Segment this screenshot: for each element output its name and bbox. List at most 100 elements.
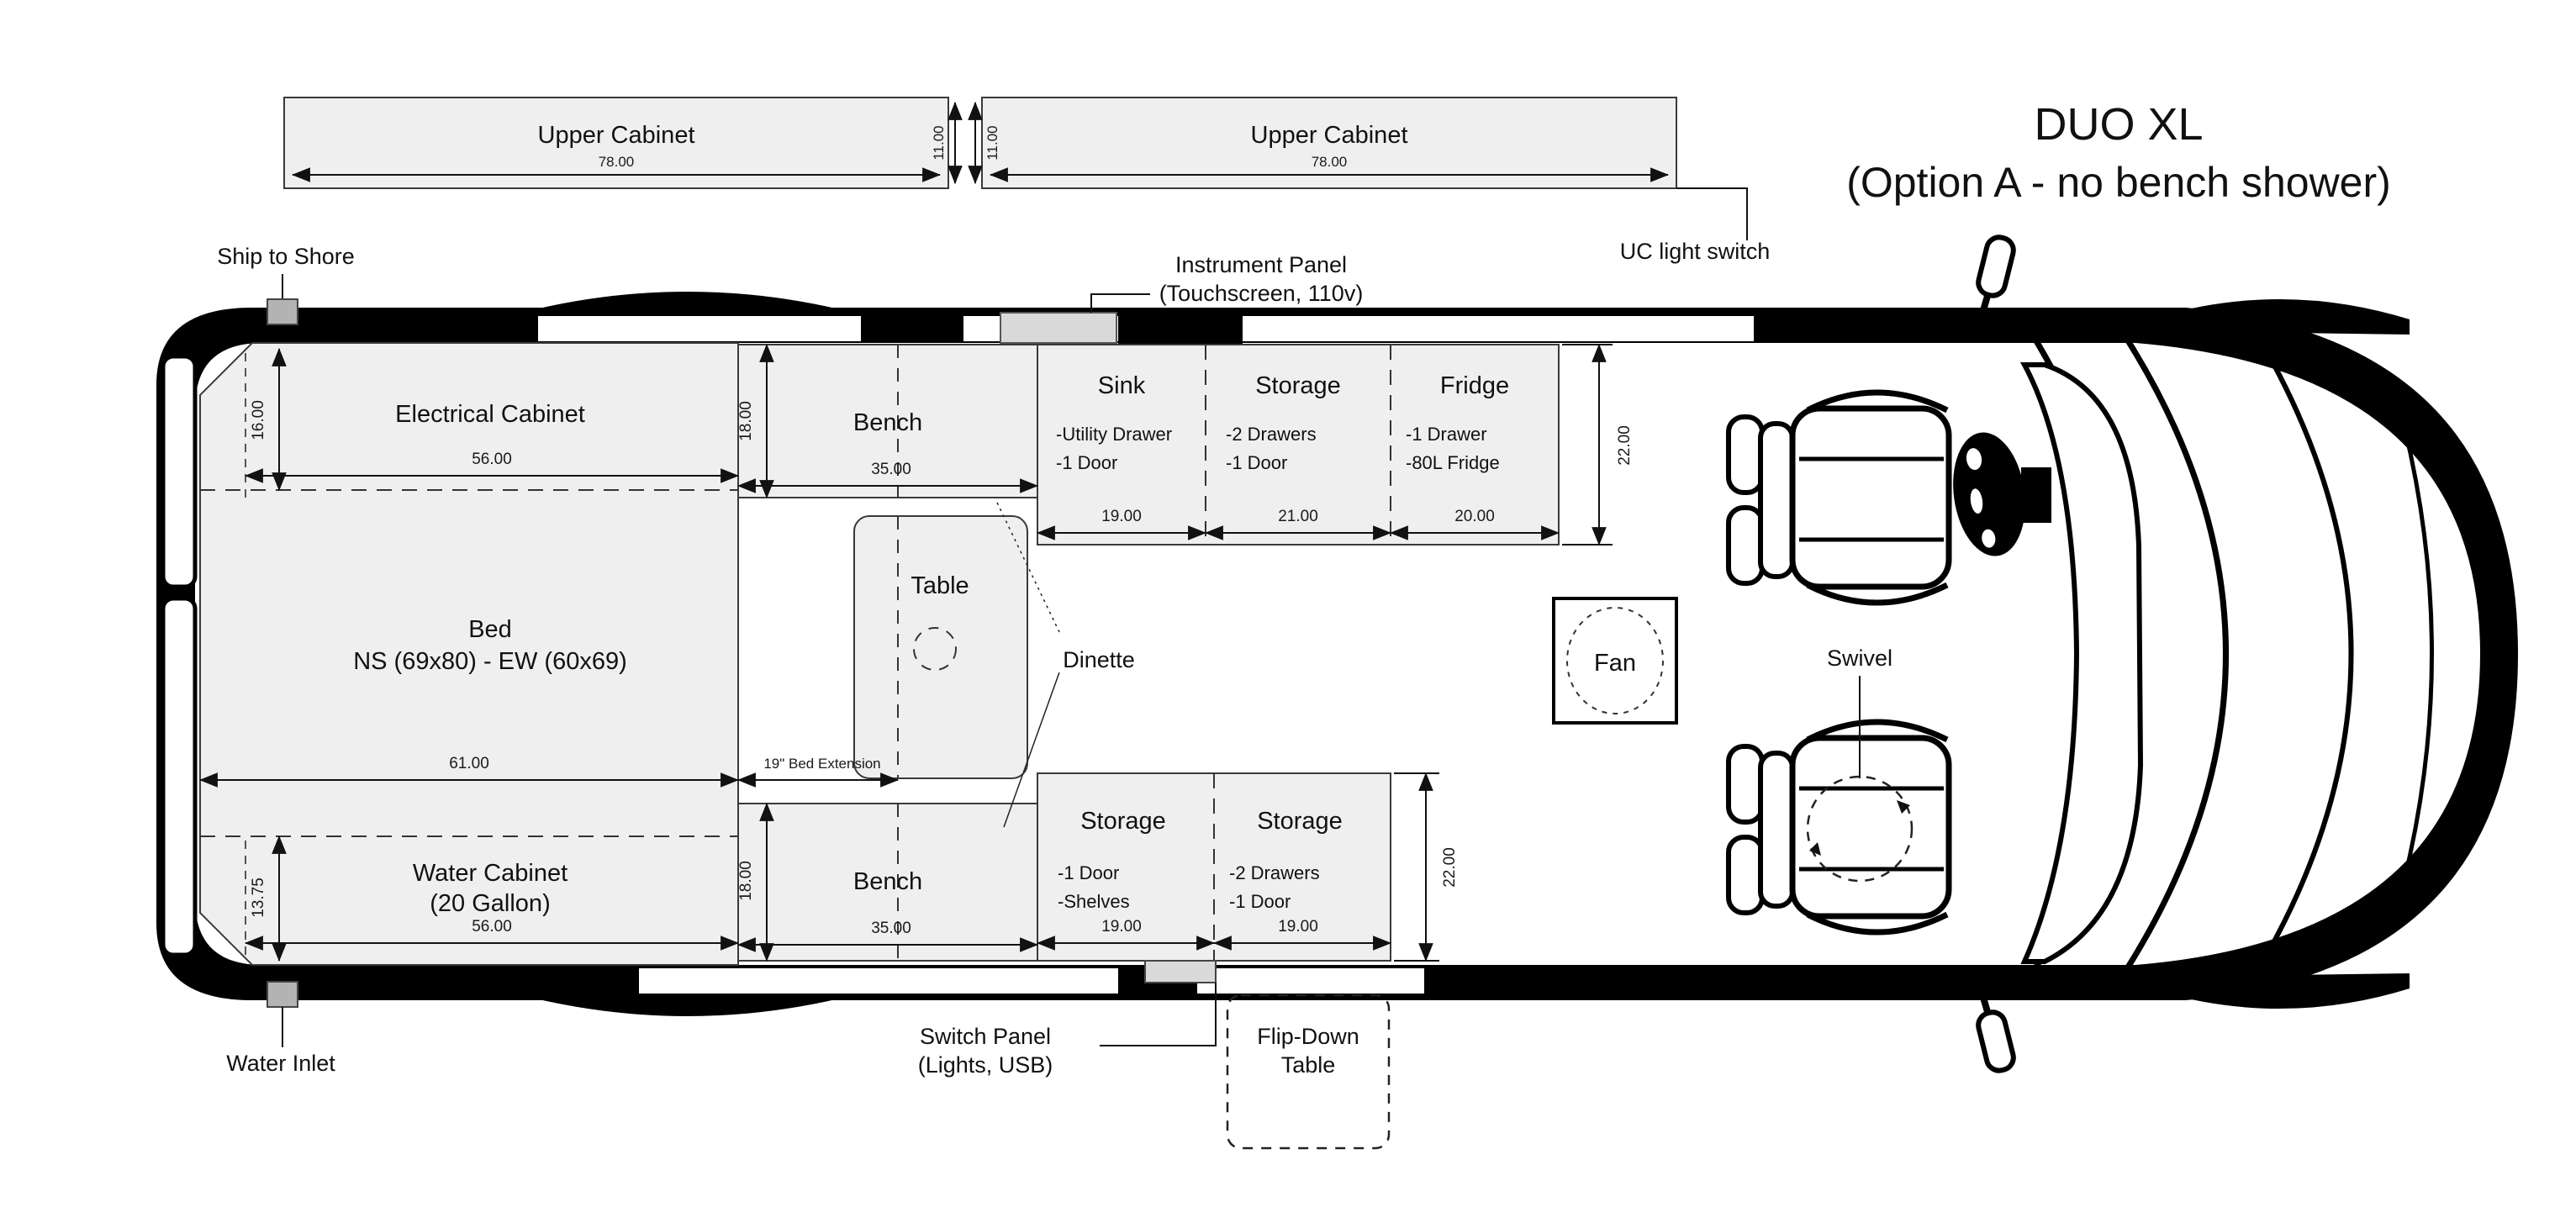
dinette-leader-bottom: [1003, 672, 1060, 828]
kitchen-depth-dim: 22.00: [1616, 425, 1634, 466]
storage-top-width-dim: 21.00: [1278, 508, 1318, 525]
dashboard: [2019, 362, 2144, 964]
instrument-panel-leader: [1090, 293, 1150, 313]
bench-top-depth-dim: 18.00: [737, 401, 755, 441]
switch-panel-label-2: (Lights, USB): [918, 1052, 1053, 1078]
ship-to-shore-connector: [267, 298, 298, 325]
steering-wheel: [1953, 432, 2051, 556]
rear-door-bottom: [161, 596, 198, 957]
dinette-label: Dinette: [1063, 647, 1135, 672]
fan-housing: [1552, 597, 1678, 725]
sink-label: Sink: [1098, 372, 1146, 399]
page-title: DUO XL: [2034, 99, 2203, 150]
windshield-line-outer: [2116, 324, 2229, 983]
driver-seat: [1726, 389, 1952, 606]
upper-cabinet-right-label: Upper Cabinet: [1251, 122, 1408, 149]
hood-line: [2246, 319, 2354, 987]
water-depth-dim: 13.75: [250, 878, 267, 918]
electrical-width-dim: 56.00: [472, 451, 512, 468]
storage-bottom-group: Storage -1 Door -Shelves Storage -2 Draw…: [1037, 772, 1391, 962]
bench-bottom-width-dim: 35.00: [871, 920, 911, 937]
upper-cabinet-right-depth-dim: 11.00: [984, 125, 1000, 160]
fridge-width-dim: 20.00: [1454, 508, 1495, 525]
dimensions: Electrical Cabinet 16.00 56.00 Bed NS (6…: [198, 343, 1634, 962]
bench-bottom-group: Bench: [737, 803, 1038, 962]
storage-bottom-right-dim: 19.00: [1278, 918, 1318, 936]
storage-bottom-left-feature-1: -1 Door: [1058, 862, 1119, 883]
fridge-label: Fridge: [1440, 372, 1509, 399]
electrical-cabinet-label: Electrical Cabinet: [395, 401, 585, 428]
bed-extension-label: 19" Bed Extension: [763, 756, 880, 772]
bed-slab: [199, 342, 739, 966]
side-mirror-bottom: [1972, 970, 2016, 1073]
bench-bottom-depth-dim: 18.00: [737, 861, 755, 901]
annotations-layer: Ship to Shore Water Inlet Instrument Pan…: [217, 244, 1892, 1078]
upper-cabinet-left-depth-dim: 11.00: [931, 125, 947, 160]
fridge-feature-1: -1 Drawer: [1406, 424, 1487, 445]
bed-slab-group: [199, 342, 739, 966]
passenger-swivel-seat: [1726, 719, 1952, 936]
storage-top-feature-1: -2 Drawers: [1226, 424, 1317, 445]
instrument-panel: [1000, 312, 1117, 344]
swivel-label: Swivel: [1827, 646, 1892, 671]
bench-top-width-dim: 35.00: [871, 461, 911, 478]
side-mirror-top: [1972, 235, 2016, 338]
kitchen-row-group: Sink -Utility Drawer -1 Door Storage -2 …: [1037, 344, 1560, 546]
bench-top: [737, 344, 1038, 498]
switch-panel: [1144, 960, 1217, 983]
bench-top-label: Bench: [853, 409, 922, 436]
window-opening-rear-top: [538, 316, 861, 341]
instrument-panel-label-2: (Touchscreen, 110v): [1159, 281, 1364, 306]
bed-width-dim: 61.00: [449, 755, 489, 772]
table-label: Table: [911, 572, 969, 599]
storage-bottom-left-dim: 19.00: [1101, 918, 1142, 936]
rear-door-top: [161, 354, 198, 589]
window-opening-bottom-left: [639, 968, 1118, 994]
sink-feature-1: -Utility Drawer: [1056, 424, 1172, 445]
switch-panel-leader: [1100, 983, 1217, 1046]
kitchen-row: [1037, 344, 1560, 546]
bench-bottom: [737, 803, 1038, 962]
flip-down-table-group: Flip-Down Table: [1226, 994, 1391, 1150]
water-cabinet-label-2: (20 Gallon): [430, 890, 550, 917]
ship-to-shore-label: Ship to Shore: [217, 244, 355, 269]
table: [853, 515, 1028, 779]
bed-label-1: Bed: [468, 616, 512, 643]
storage-bottom-right-feature-1: -2 Drawers: [1229, 862, 1320, 883]
flip-down-table-label-2: Table: [1281, 1052, 1336, 1078]
upper-cabinet-right-width-dim: 78.00: [1312, 154, 1348, 170]
sink-width-dim: 19.00: [1101, 508, 1142, 525]
table-cupholder: [913, 627, 957, 671]
storage-bottom-left-feature-2: -Shelves: [1058, 891, 1130, 912]
bed-label-2: NS (69x80) - EW (60x69): [353, 648, 627, 675]
storage-top-label: Storage: [1255, 372, 1341, 399]
storage-depth-dim: 22.00: [1441, 847, 1459, 888]
switch-panel-label-1: Switch Panel: [920, 1024, 1051, 1049]
upper-cabinet-left-width-dim: 78.00: [599, 154, 635, 170]
fridge-feature-2: -80L Fridge: [1406, 452, 1500, 473]
bench-bottom-label: Bench: [853, 868, 922, 895]
storage-top-feature-2: -1 Door: [1226, 452, 1287, 473]
window-opening-bottom-right: [1197, 968, 1424, 994]
water-cabinet-label-1: Water Cabinet: [413, 860, 567, 887]
uc-light-switch-leader: [1676, 187, 1748, 240]
storage-bottom-left-label: Storage: [1080, 808, 1166, 835]
fan-label: Fan: [1594, 650, 1636, 677]
grille-line: [2389, 379, 2434, 927]
water-width-dim: 56.00: [472, 918, 512, 936]
storage-bottom-right-feature-2: -1 Door: [1229, 891, 1291, 912]
sink-feature-2: -1 Door: [1056, 452, 1117, 473]
fan-blade-circle: [1566, 607, 1664, 714]
upper-cabinets-group: Upper Cabinet Upper Cabinet 78.00 78.00 …: [283, 97, 1771, 264]
table-group: Table: [853, 515, 1028, 779]
flip-down-table: [1226, 994, 1391, 1150]
water-inlet-connector: [267, 981, 298, 1008]
uc-light-switch-label: UC light switch: [1620, 239, 1771, 264]
upper-cabinet-left-label: Upper Cabinet: [538, 122, 695, 149]
title-block: DUO XL (Option A - no bench shower): [1846, 99, 2391, 206]
swivel-rotation-indicator: [1806, 775, 1914, 883]
electrical-depth-dim: 16.00: [250, 400, 267, 440]
flip-down-table-label-1: Flip-Down: [1257, 1024, 1359, 1049]
